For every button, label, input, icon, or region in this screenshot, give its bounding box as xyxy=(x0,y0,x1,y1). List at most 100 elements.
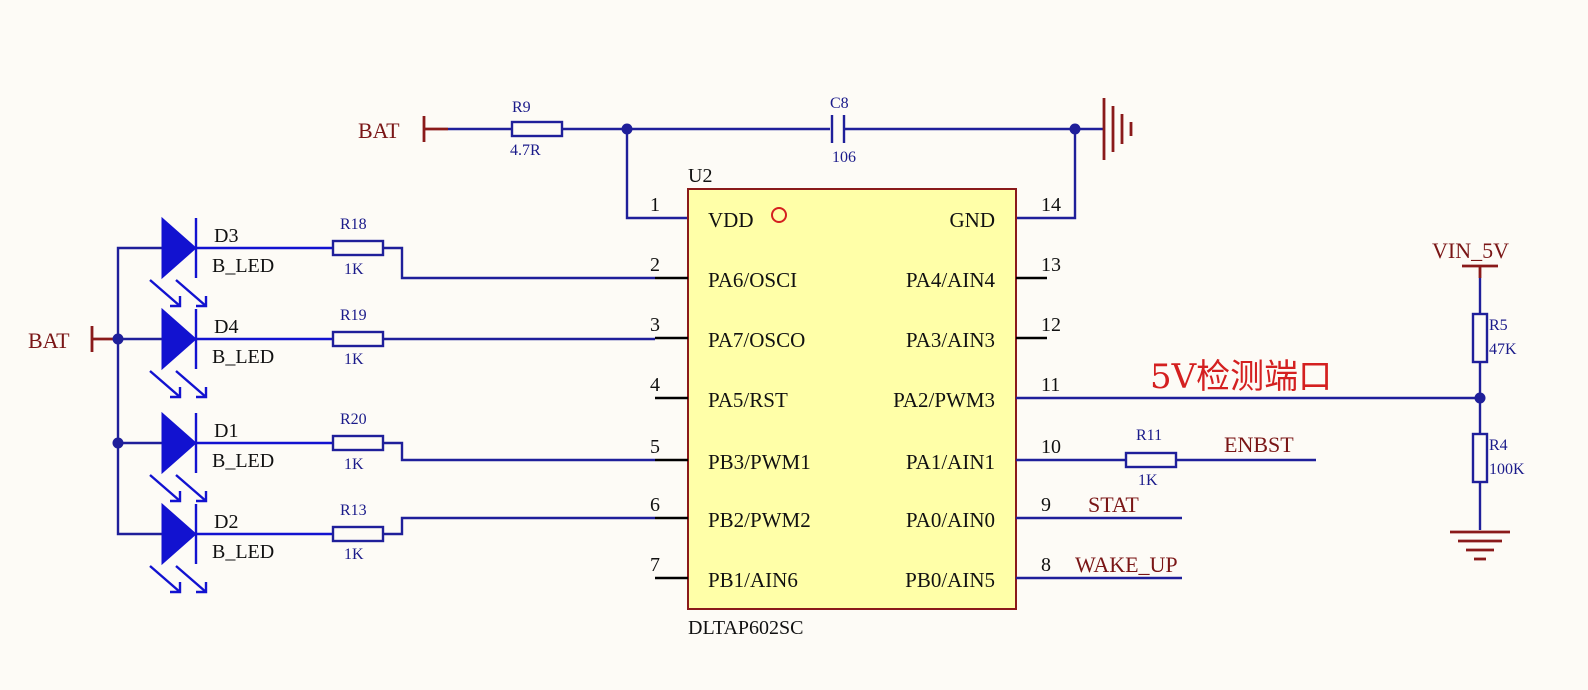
svg-text:3: 3 xyxy=(650,314,660,336)
detect-port-annotation: 5V检测端口 xyxy=(1150,357,1332,397)
d4-ref: D4 xyxy=(214,316,238,338)
r11-resistor xyxy=(1124,451,1178,469)
r4-resistor xyxy=(1471,432,1489,484)
chip-designator: U2 xyxy=(688,165,712,187)
svg-text:10: 10 xyxy=(1041,436,1061,458)
vin-5v-label: VIN_5V xyxy=(1432,238,1509,263)
wire-led-bus xyxy=(116,246,162,536)
d4-value: B_LED xyxy=(212,346,274,368)
r18-ref: R18 xyxy=(340,216,367,233)
r18-value: 1K xyxy=(344,261,364,278)
r13-ref: R13 xyxy=(340,502,367,519)
r11-ref: R11 xyxy=(1136,427,1162,444)
c8-value: 106 xyxy=(832,149,856,166)
svg-text:PA6/OSCI: PA6/OSCI xyxy=(708,268,797,292)
right-pin-11: 11 PA2/PWM3 xyxy=(893,374,1060,412)
led-d3-icon xyxy=(149,216,333,308)
junction-led-bus xyxy=(112,437,124,449)
right-pin-10: 10 PA1/AIN1 xyxy=(906,436,1061,474)
stat-label: STAT xyxy=(1088,492,1139,517)
left-pin-2: 2 PA6/OSCI xyxy=(650,254,797,292)
left-pin-4: 4 PA5/RST xyxy=(650,374,788,412)
svg-text:9: 9 xyxy=(1041,494,1051,516)
wire-r20-pin5 xyxy=(383,441,655,462)
svg-text:GND: GND xyxy=(950,208,996,232)
r4-value: 100K xyxy=(1489,461,1525,478)
junction-divider xyxy=(1474,392,1486,404)
left-pin-5: 5 PB3/PWM1 xyxy=(650,436,811,474)
r19-resistor xyxy=(331,330,385,348)
svg-text:PB2/PWM2: PB2/PWM2 xyxy=(708,508,811,532)
svg-text:6: 6 xyxy=(650,494,660,516)
svg-text:PB0/AIN5: PB0/AIN5 xyxy=(905,568,995,592)
left-pin-1: 1 VDD xyxy=(650,194,754,232)
svg-text:4: 4 xyxy=(650,374,660,396)
right-pin-9: 9 PA0/AIN0 xyxy=(906,494,1051,532)
wire-r13-pin6 xyxy=(383,516,655,536)
led-d1-icon xyxy=(149,411,333,503)
led-d2-icon xyxy=(149,502,333,594)
wire-r18-pin2 xyxy=(383,246,655,280)
svg-text:1: 1 xyxy=(650,194,660,216)
left-pin-6: 6 PB2/PWM2 xyxy=(650,494,811,532)
right-pin-13: 13 PA4/AIN4 xyxy=(906,254,1061,292)
junction-bat-left xyxy=(112,333,124,345)
d2-value: B_LED xyxy=(212,541,274,563)
r4-ref: R4 xyxy=(1489,437,1508,454)
svg-text:PA5/RST: PA5/RST xyxy=(708,388,788,412)
enbst-label: ENBST xyxy=(1224,432,1294,457)
svg-text:8: 8 xyxy=(1041,554,1051,576)
r5-ref: R5 xyxy=(1489,317,1508,334)
svg-text:PB1/AIN6: PB1/AIN6 xyxy=(708,568,798,592)
bottom-ground-icon xyxy=(1450,530,1510,561)
svg-text:PA7/OSCO: PA7/OSCO xyxy=(708,328,805,352)
svg-text:VDD: VDD xyxy=(708,208,754,232)
r9-ref: R9 xyxy=(512,99,531,116)
left-pin-3: 3 PA7/OSCO xyxy=(650,314,805,352)
led-d4-icon xyxy=(149,307,333,399)
r20-resistor xyxy=(331,434,385,452)
r11-value: 1K xyxy=(1138,472,1158,489)
bat-top-symbol xyxy=(422,116,448,142)
right-pin-8: 8 PB0/AIN5 xyxy=(905,554,1051,592)
svg-text:11: 11 xyxy=(1041,374,1060,396)
wire-gnd xyxy=(1016,129,1077,220)
svg-text:5: 5 xyxy=(650,436,660,458)
r9-resistor xyxy=(510,120,564,138)
right-pin-14: 14 GND xyxy=(950,194,1062,232)
svg-text:13: 13 xyxy=(1041,254,1061,276)
chip-u2-body xyxy=(687,188,1017,610)
pin1-marker-icon xyxy=(771,207,787,223)
svg-text:PB3/PWM1: PB3/PWM1 xyxy=(708,450,811,474)
r13-resistor xyxy=(331,525,385,543)
c8-ref: C8 xyxy=(830,95,849,112)
bat-top-label: BAT xyxy=(358,118,400,143)
svg-text:2: 2 xyxy=(650,254,660,276)
top-ground-icon xyxy=(1102,98,1133,160)
r5-value: 47K xyxy=(1489,341,1517,358)
svg-text:12: 12 xyxy=(1041,314,1061,336)
r9-value: 4.7R xyxy=(510,142,541,159)
wire-vdd xyxy=(625,129,688,220)
left-pin-7: 7 PB1/AIN6 xyxy=(650,554,798,592)
svg-text:PA1/AIN1: PA1/AIN1 xyxy=(906,450,995,474)
c8-capacitor xyxy=(830,115,846,143)
svg-text:PA4/AIN4: PA4/AIN4 xyxy=(906,268,996,292)
r19-ref: R19 xyxy=(340,307,367,324)
d1-value: B_LED xyxy=(212,450,274,472)
r19-value: 1K xyxy=(344,351,364,368)
chip-part-number: DLTAP602SC xyxy=(688,617,803,639)
r20-ref: R20 xyxy=(340,411,367,428)
d2-ref: D2 xyxy=(214,511,238,533)
d1-ref: D1 xyxy=(214,420,238,442)
d3-ref: D3 xyxy=(214,225,238,247)
vin-5v-symbol xyxy=(1462,264,1498,278)
r20-value: 1K xyxy=(344,456,364,473)
r18-resistor xyxy=(331,239,385,257)
r5-resistor xyxy=(1471,312,1489,364)
right-pin-12: 12 PA3/AIN3 xyxy=(906,314,1061,352)
svg-text:PA3/AIN3: PA3/AIN3 xyxy=(906,328,995,352)
r13-value: 1K xyxy=(344,546,364,563)
